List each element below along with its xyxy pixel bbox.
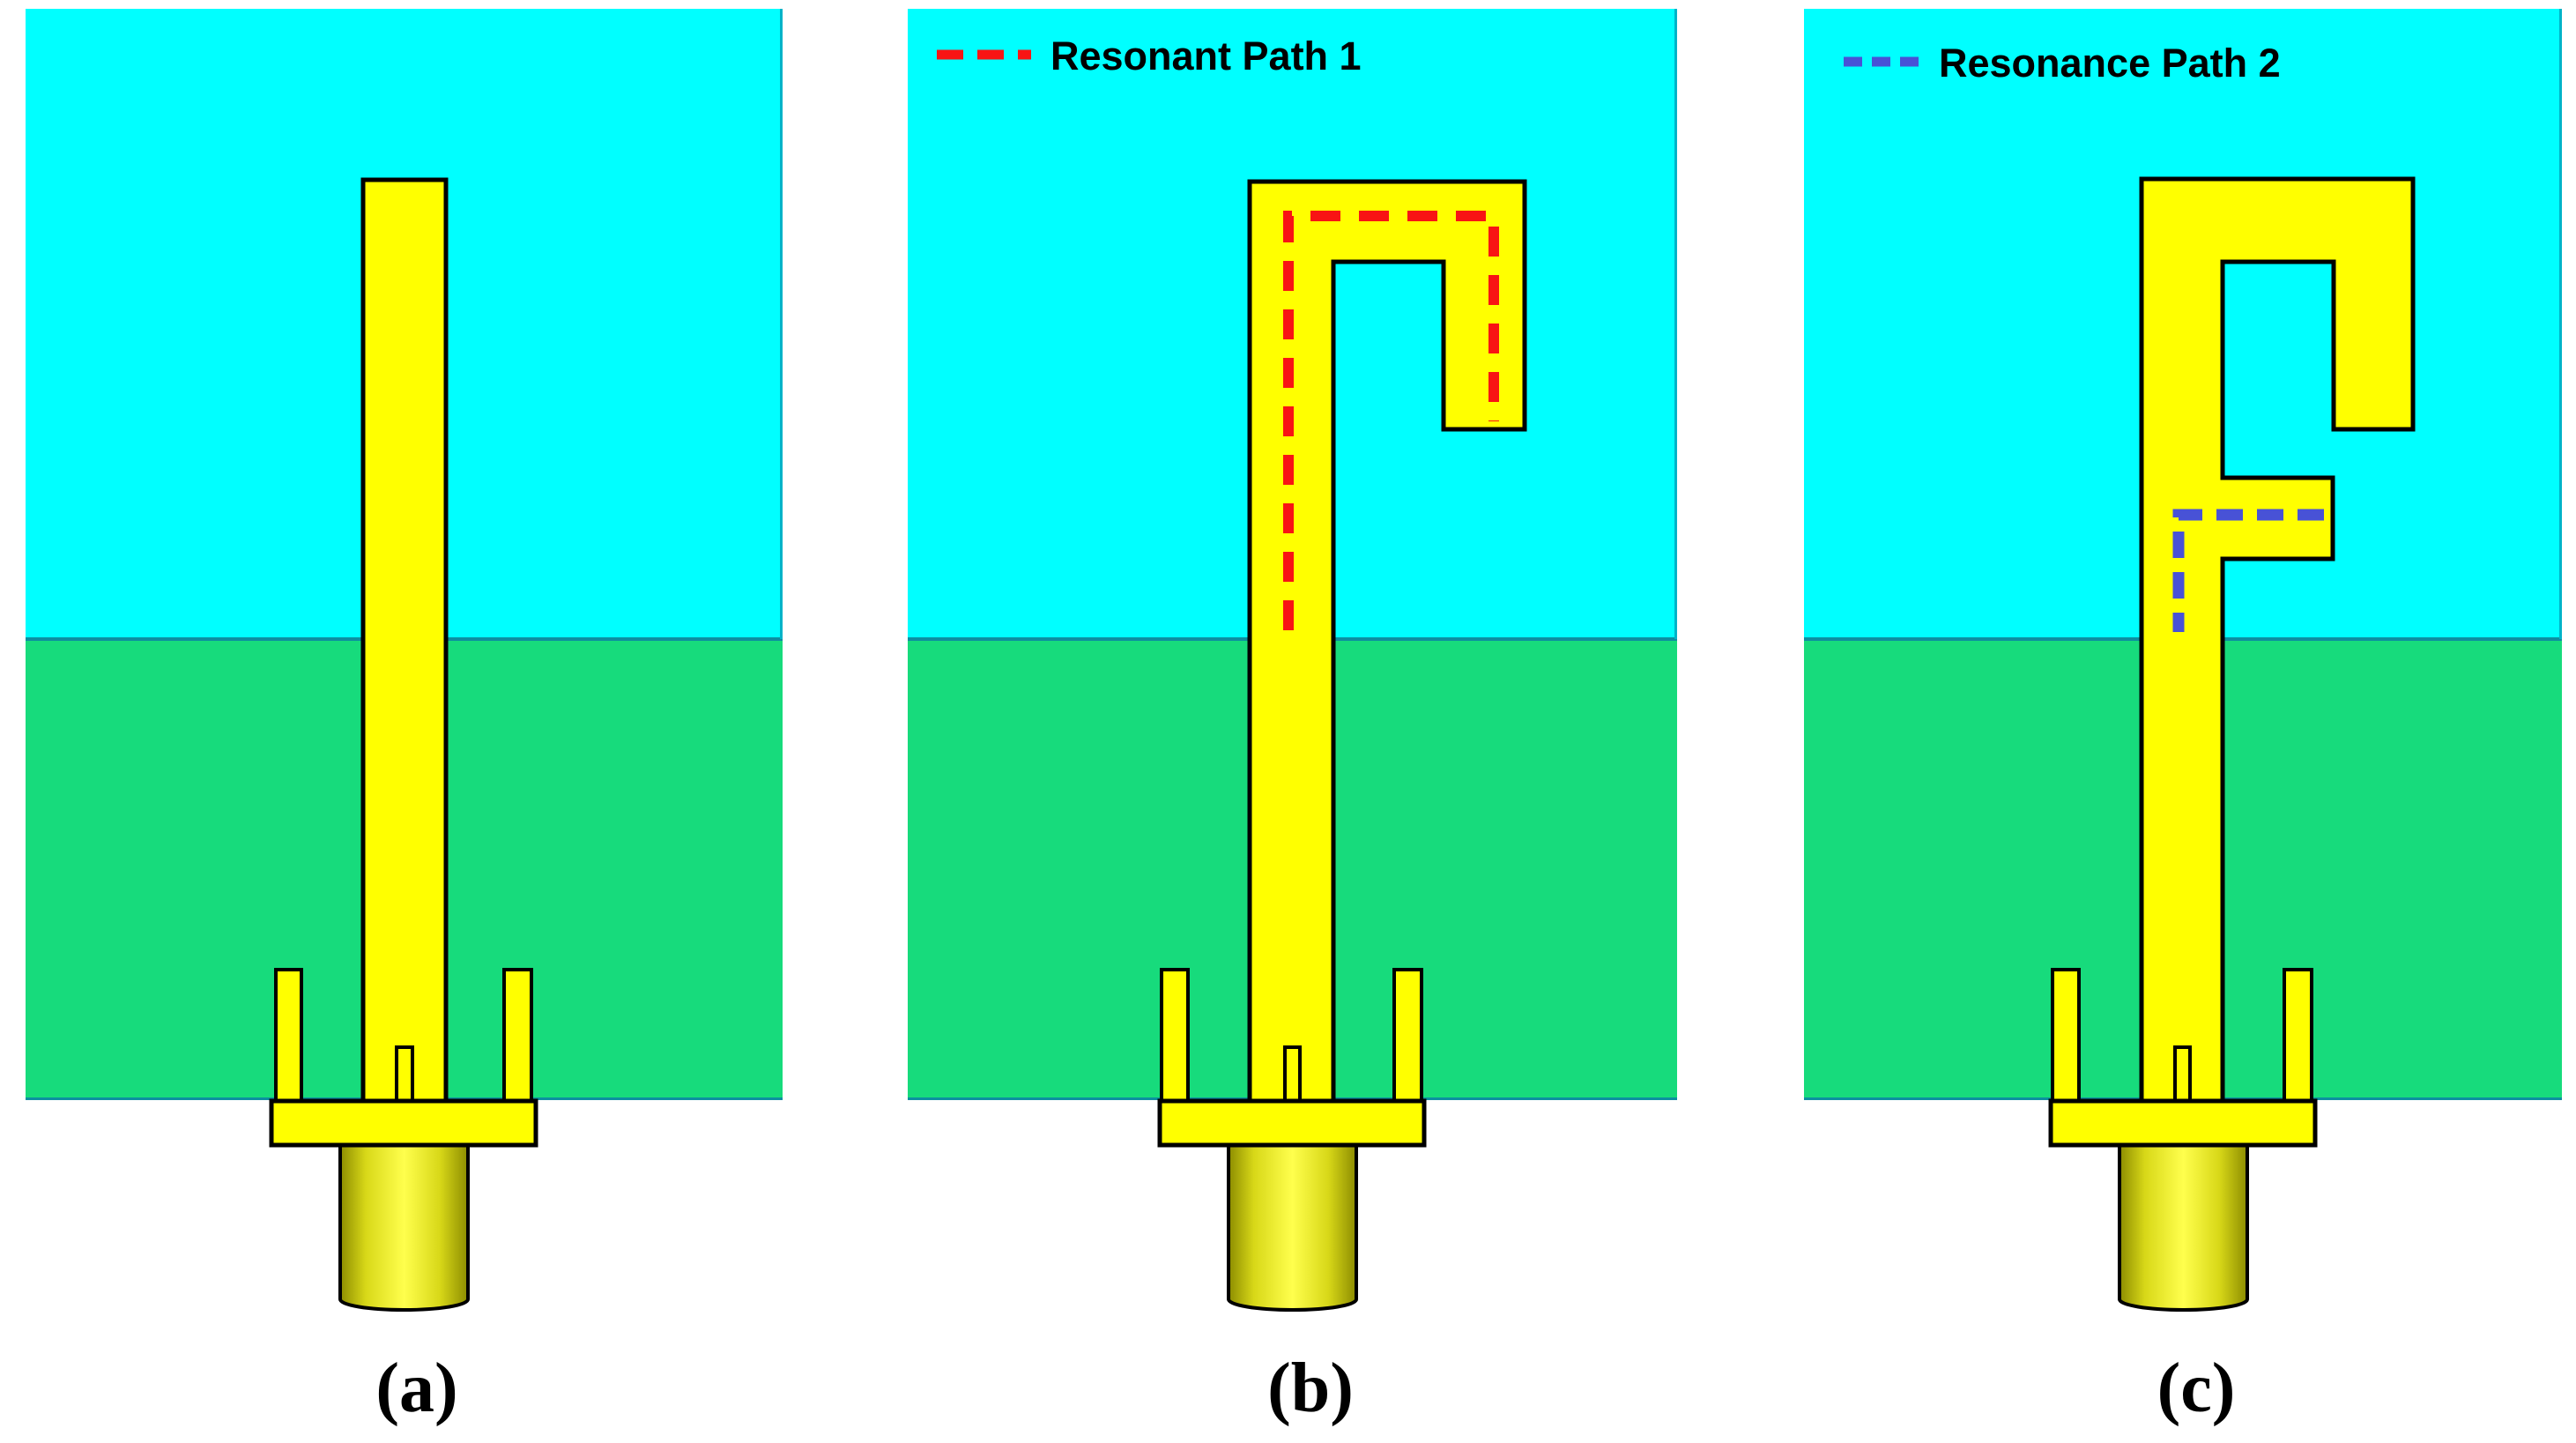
panel-b-sma-flange — [1157, 1098, 1427, 1148]
panel-a-caption: (a) — [375, 1350, 457, 1427]
panel-c-caption: (c) — [2157, 1350, 2236, 1427]
panel-c-sma-barrel — [2118, 1143, 2249, 1312]
panel-c-substrate-right-bevel — [2559, 9, 2562, 639]
panel-a-feed-pin — [395, 1045, 414, 1104]
panel-a-ground-post-right — [502, 968, 533, 1103]
panel-a-ground-post-left — [274, 968, 303, 1103]
legend-resonance-path-2-label: Resonance Path 2 — [1939, 41, 2281, 86]
panel-c-ground-post-left — [2051, 968, 2081, 1103]
panel-a-sma-flange — [269, 1098, 538, 1148]
panel-b-feed-pin — [1283, 1045, 1302, 1104]
panel-c-feed-pin — [2173, 1045, 2192, 1104]
panel-b-ground-post-right — [1392, 968, 1423, 1103]
panel-a: (a) — [26, 9, 783, 1427]
panel-a-substrate-right-bevel — [780, 9, 783, 639]
panel-a-sma-barrel — [338, 1143, 470, 1312]
panel-c-legend: Resonance Path 2 — [1844, 41, 2281, 86]
panel-c-resonance-path-2-dashed-line — [2172, 509, 2324, 632]
panel-c: Resonance Path 2 (c) — [1804, 9, 2562, 1427]
panel-b-substrate-right-bevel — [1674, 9, 1677, 639]
panel-b-sma-barrel — [1227, 1143, 1358, 1312]
panel-b-resonant-path-1-dashed-line — [1283, 211, 1499, 630]
panel-c-sma-flange — [2048, 1098, 2318, 1148]
panel-b-legend: Resonant Path 1 — [937, 33, 1362, 78]
panel-b-ground-post-left — [1160, 968, 1190, 1103]
panel-b: Resonant Path 1 (b) — [908, 9, 1677, 1427]
panel-b-caption: (b) — [1267, 1350, 1354, 1427]
panel-c-ground-post-right — [2283, 968, 2313, 1103]
legend-resonant-path-1-label: Resonant Path 1 — [1050, 33, 1362, 78]
panel-a-monopole-strip — [360, 177, 449, 1105]
